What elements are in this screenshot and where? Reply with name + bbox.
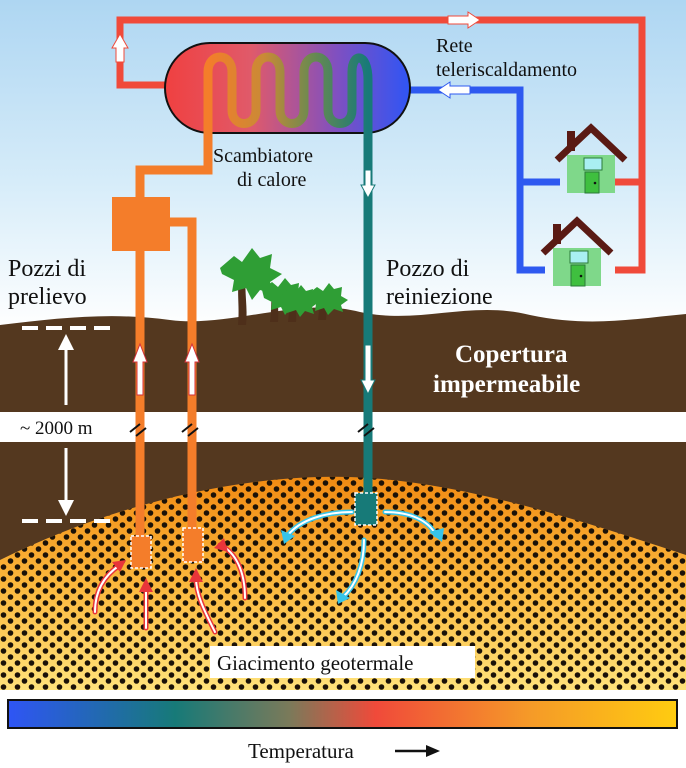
label-depth: ~ 2000 m [20,418,93,439]
label-rete-1: Rete [436,35,473,57]
depth-indicator [22,326,110,523]
network-arrow-left [437,81,471,99]
reservoir-dots [0,476,686,690]
house-upper [554,123,628,194]
label-temperatura: Temperatura [248,739,354,763]
label-copertura-2: impermeabile [433,371,580,398]
label-rete-2: teleriscaldamento [436,59,577,81]
well-screen-2 [182,527,204,563]
heat-exchanger-coil [203,52,373,145]
label-giacimento: Giacimento geotermale [217,651,414,675]
giacimento-label-box [210,646,475,678]
network-arrow-up [111,32,129,63]
pump-box [112,197,170,251]
heat-exchanger [164,42,411,145]
house-lower [540,216,614,287]
temperature-bar [7,699,678,729]
label-copertura-1: Copertura [455,341,568,368]
reservoir-flow-arrowheads [112,528,444,604]
reinjection-pipe [354,138,378,526]
label-pozzi-1: Pozzi di [8,256,86,282]
break-marks [129,423,375,437]
depth-break-band [0,412,686,442]
heating-network [111,11,646,274]
reinjection-screen [354,492,378,526]
network-arrow-right [447,11,481,29]
label-scambiatore-2: di calore [237,169,307,191]
reservoir-flow-arrows [92,509,439,635]
well-screen-1 [130,535,152,569]
temperature-arrow-icon [395,745,440,757]
label-pozzi-2: prelievo [8,284,87,310]
label-pozzo-1: Pozzo di [386,256,470,282]
trees [220,248,348,325]
label-scambiatore-1: Scambiatore [213,145,313,167]
label-pozzo-2: reiniezione [386,284,493,310]
